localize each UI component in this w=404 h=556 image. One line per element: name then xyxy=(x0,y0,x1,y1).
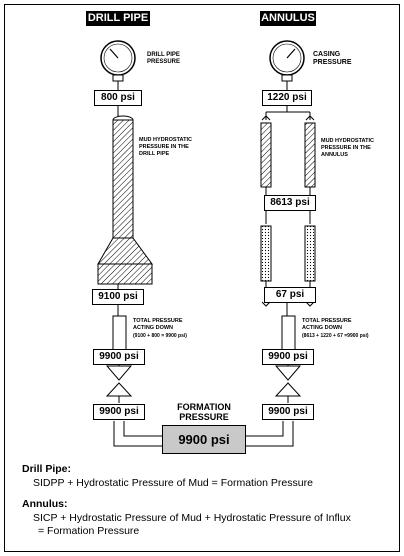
legend-drill-pipe: Drill Pipe: xyxy=(22,463,71,476)
drill-pipe-gauge-label: DRILL PIPE PRESSURE xyxy=(147,52,181,65)
drill-pipe-total-label: TOTAL PRESSURE ACTING DOWN xyxy=(133,318,183,331)
legend-drill-pipe-title: Drill Pipe: xyxy=(22,463,72,475)
casing-gauge-icon xyxy=(269,40,305,90)
legend-drill-pipe-text: SIDPP + Hydrostatic Pressure of Mud = Fo… xyxy=(33,477,313,489)
drill-pipe-up-arrow-icon xyxy=(105,382,133,397)
annulus-hydro-label: MUD HYDROSTATIC PRESSURE IN THE ANNULUS xyxy=(321,138,374,158)
annulus-down-arrow-icon xyxy=(274,365,302,381)
drill-pipe-column xyxy=(97,105,153,351)
formation-pressure-value: 9900 psi xyxy=(162,425,246,454)
legend-annulus: Annulus: xyxy=(22,498,68,511)
casing-gauge-label: CASING PRESSURE xyxy=(313,51,352,66)
drill-pipe-header: DRILL PIPE xyxy=(86,11,150,26)
formation-connectors xyxy=(113,421,294,447)
drill-pipe-bottom-value: 9100 psi xyxy=(92,289,144,305)
legend-annulus-title: Annulus: xyxy=(22,498,68,510)
drill-pipe-down-arrow-icon xyxy=(105,365,133,381)
annulus-bottom-value: 67 psi xyxy=(264,287,316,303)
diagram-frame xyxy=(4,4,400,552)
legend-annulus-text-1: SICP + Hydrostatic Pressure of Mud + Hyd… xyxy=(33,512,351,524)
drill-pipe-up-value: 9900 psi xyxy=(93,404,145,420)
annulus-down-value: 9900 psi xyxy=(262,349,314,365)
annulus-up-arrow-icon xyxy=(274,382,302,397)
annulus-column xyxy=(260,105,316,351)
sicp-value: 1220 psi xyxy=(262,90,312,106)
legend-annulus-text-2: = Formation Pressure xyxy=(38,525,140,537)
drill-pipe-down-value: 9900 psi xyxy=(93,349,145,365)
drill-pipe-hydro-label: MUD HYDROSTATIC PRESSURE IN THE DRILL PI… xyxy=(139,137,192,157)
annulus-header: ANNULUS xyxy=(260,11,316,26)
annulus-up-value: 9900 psi xyxy=(262,404,314,420)
annulus-mid-value: 8613 psi xyxy=(264,195,316,211)
annulus-total-label: TOTAL PRESSURE ACTING DOWN xyxy=(302,318,352,331)
formation-pressure-title: FORMATION PRESSURE xyxy=(177,402,231,422)
sidpp-value: 800 psi xyxy=(94,90,142,106)
drill-pipe-gauge-icon xyxy=(100,40,136,90)
drill-pipe-total-calc: (9100 + 800 = 9900 psi) xyxy=(133,333,187,339)
annulus-total-calc: (8613 + 1220 + 67 =9900 psi) xyxy=(302,333,369,339)
